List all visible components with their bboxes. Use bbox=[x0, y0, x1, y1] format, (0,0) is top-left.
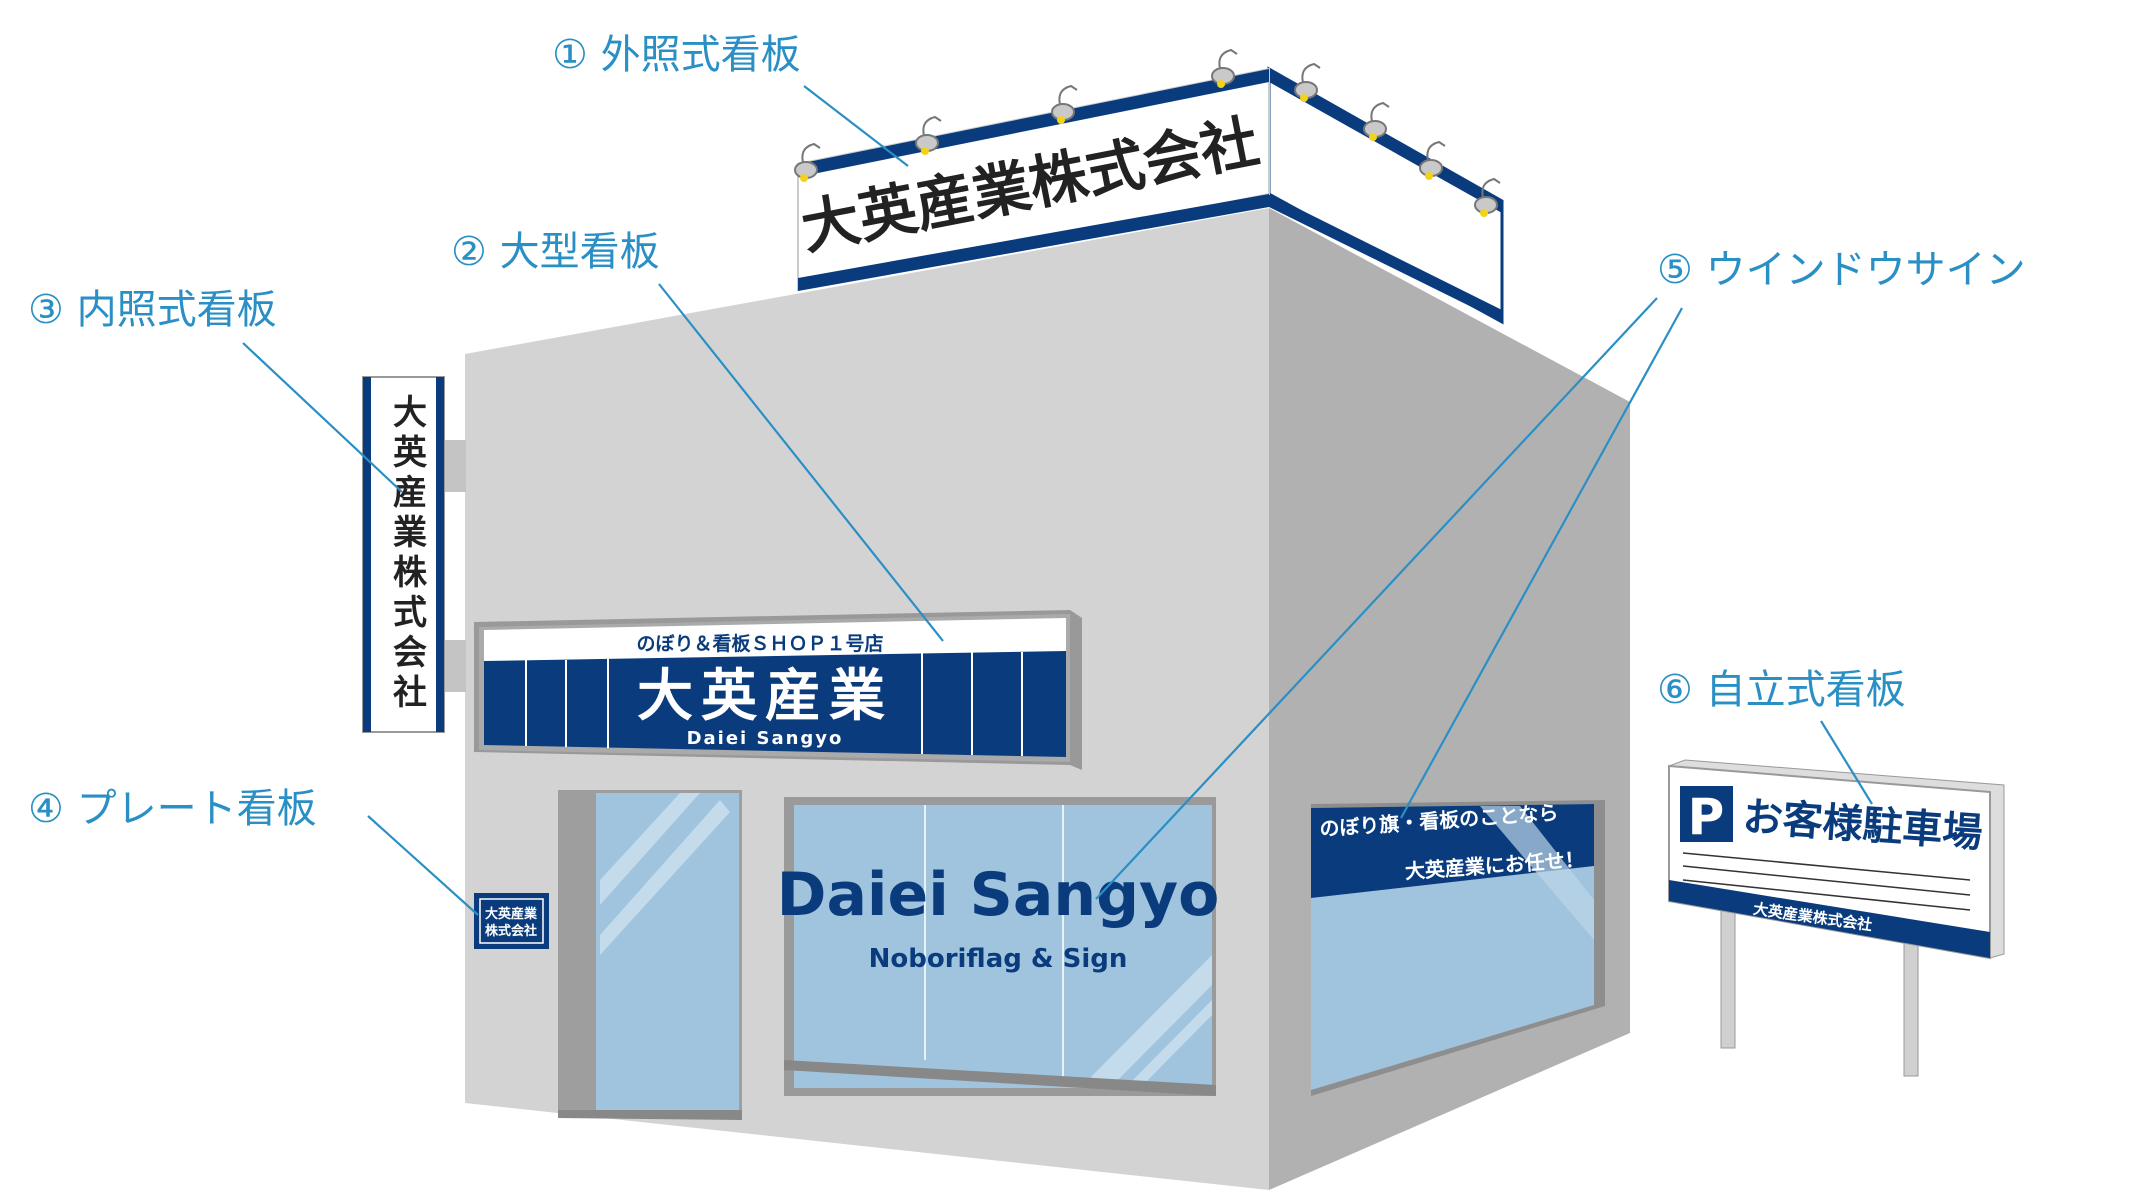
entrance-door bbox=[558, 790, 742, 1120]
roof-sign: 大英産業株式会社 bbox=[794, 48, 1504, 325]
parking-p-icon: P bbox=[1688, 788, 1725, 846]
large-sign-sub-text: Daiei Sangyo bbox=[687, 728, 844, 749]
label-large-sign: ② 大型看板 bbox=[451, 229, 660, 275]
plate-line-2: 株式会社 bbox=[485, 923, 537, 939]
vertical-sign-char: 産 bbox=[393, 473, 427, 513]
parking-sign: P お客様駐車場 大英産業株式会社 bbox=[1667, 759, 2005, 1077]
leader-lines bbox=[242, 85, 1873, 916]
side-window: のぼり旗・看板のことなら 大英産業にお任せ！ bbox=[1311, 800, 1605, 1096]
callout-labels: ① 外照式看板 ② 大型看板 ③ 内照式看板 ④ プレート看板 ⑤ ウインドウサ… bbox=[28, 32, 2026, 832]
plate-line-1: 大英産業 bbox=[485, 906, 538, 922]
label-internal-lit-sign: ③ 内照式看板 bbox=[28, 287, 277, 333]
label-plate-sign: ④ プレート看板 bbox=[28, 786, 317, 832]
vertical-sign-char: 大 bbox=[393, 393, 427, 433]
window-subtitle: Noboriflag & Sign bbox=[869, 944, 1128, 974]
label-external-lit-sign: ① 外照式看板 bbox=[552, 32, 801, 78]
large-sign-top-text: のぼり＆看板ＳＨＯＰ１号店 bbox=[636, 632, 883, 655]
plate-sign: 大英産業 株式会社 bbox=[474, 893, 549, 949]
vertical-sign-char: 会 bbox=[393, 633, 427, 673]
vertical-sign-char: 式 bbox=[393, 593, 427, 633]
vertical-sign-char: 社 bbox=[393, 673, 427, 713]
vertical-sign-char: 業 bbox=[393, 513, 427, 553]
large-sign: のぼり＆看板ＳＨＯＰ１号店 大英産業 Daiei Sangyo bbox=[474, 610, 1082, 770]
spotlight-lamps bbox=[794, 48, 1501, 217]
vertical-sign-char: 英 bbox=[393, 433, 428, 473]
main-window: Daiei Sangyo Noboriflag & Sign bbox=[777, 797, 1220, 1096]
vertical-sign: 大 英 産 業 株 式 会 社 bbox=[362, 376, 466, 733]
window-title: Daiei Sangyo bbox=[777, 860, 1220, 930]
label-window-sign: ⑤ ウインドウサイン bbox=[1657, 247, 2026, 293]
large-sign-main-text: 大英産業 bbox=[637, 664, 893, 729]
label-freestanding-sign: ⑥ 自立式看板 bbox=[1657, 667, 1906, 713]
vertical-sign-char: 株 bbox=[393, 553, 428, 593]
